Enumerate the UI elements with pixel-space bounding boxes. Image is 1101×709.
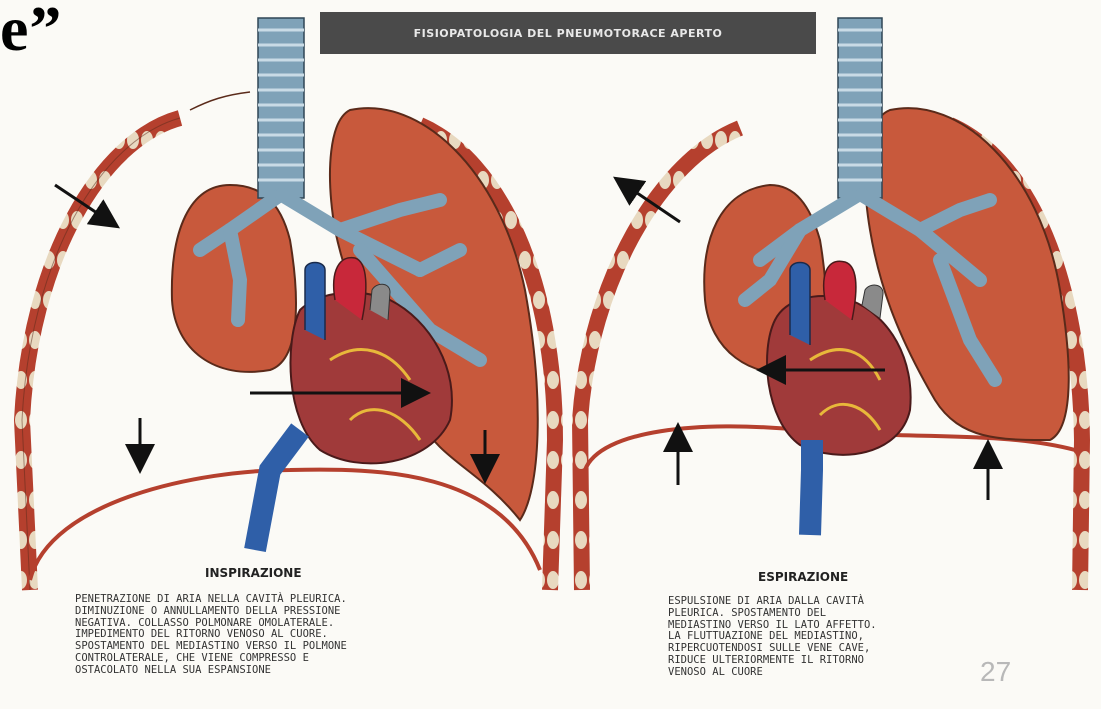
inferior-vena-cava xyxy=(810,440,812,535)
caption-line: VENOSO AL CUORE xyxy=(668,667,877,679)
caption-line: DIMINUZIONE O ANNULLAMENTO DELLA PRESSIO… xyxy=(75,606,347,618)
inspiration-label: INSPIRAZIONE xyxy=(205,566,302,580)
caption-line: PLEURICA. SPOSTAMENTO DEL xyxy=(668,608,877,620)
diaphragm xyxy=(30,470,540,580)
trachea xyxy=(258,18,304,198)
caption-line: CONTROLATERALE, CHE VIENE COMPRESSO E xyxy=(75,653,347,665)
left-chest-wall xyxy=(580,128,740,590)
expiration-label: ESPIRAZIONE xyxy=(758,570,848,584)
superior-vena-cava xyxy=(305,263,325,341)
inspiration-caption: PENETRAZIONE DI ARIA NELLA CAVITÀ PLEURI… xyxy=(75,594,347,677)
caption-line: RIDUCE ULTERIORMENTE IL RITORNO xyxy=(668,655,877,667)
caption-line: OSTACOLATO NELLA SUA ESPANSIONE xyxy=(75,665,347,677)
left-chest-wall xyxy=(22,118,180,590)
expiration-caption: ESPULSIONE DI ARIA DALLA CAVITÀ PLEURICA… xyxy=(668,596,877,679)
inferior-vena-cava xyxy=(255,430,300,550)
left-panel-drawing xyxy=(22,18,555,590)
right-panel-drawing xyxy=(580,18,1082,590)
slide-page-number: 27 xyxy=(980,656,1011,688)
superior-vena-cava xyxy=(790,263,810,346)
trachea xyxy=(838,18,882,198)
